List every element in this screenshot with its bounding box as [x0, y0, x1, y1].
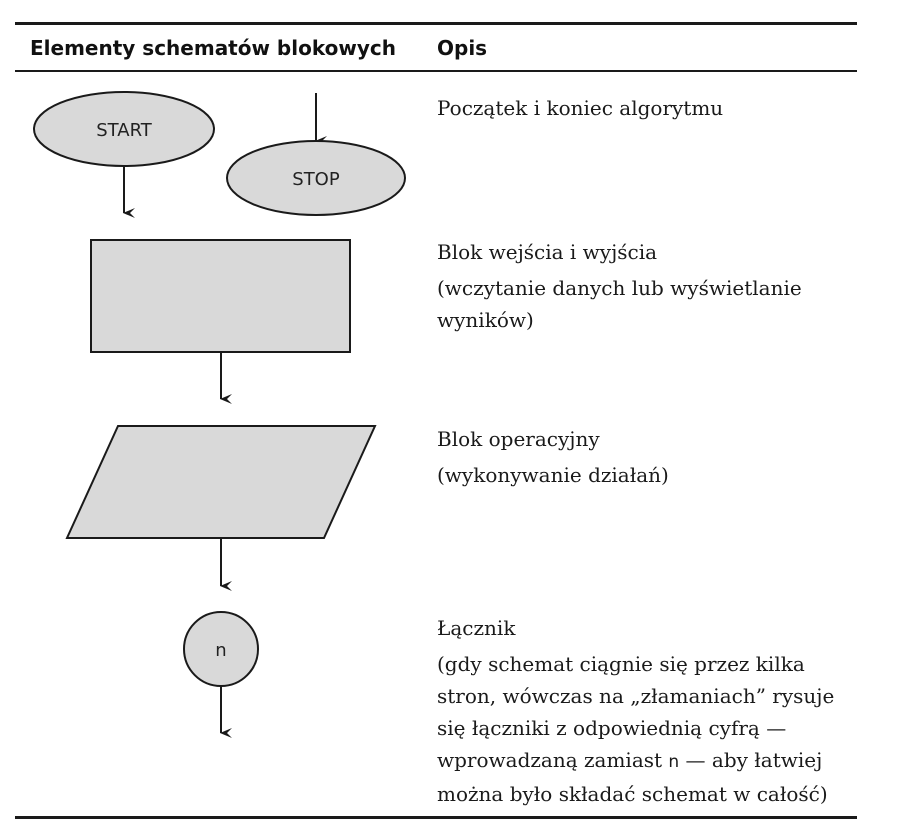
- description-input-output-detail: (wczytanie danych lub wyświetlanie wynik…: [437, 276, 802, 332]
- stop-terminal-symbol: STOP: [226, 140, 406, 216]
- connector-detail-after: — aby łatwiej można było składać schemat…: [437, 748, 828, 806]
- description-connector-detail: (gdy schemat ciągnie się przez kilka str…: [437, 648, 857, 810]
- column-header-elements: Elementy schematów blokowych: [30, 36, 396, 60]
- connector-detail-before: (gdy schemat ciągnie się przez kilka str…: [437, 652, 835, 772]
- start-label: START: [96, 120, 153, 141]
- column-header-description: Opis: [437, 36, 488, 60]
- table-top-rule: [15, 22, 857, 25]
- stop-label: STOP: [292, 169, 340, 190]
- start-terminal-symbol: START: [33, 91, 215, 167]
- description-connector: Łącznik (gdy schemat ciągnie się przez k…: [437, 612, 857, 810]
- input-output-block-symbol: [90, 239, 351, 353]
- table-bottom-rule: [15, 816, 857, 819]
- description-operation-title: Blok operacyjny: [437, 427, 600, 451]
- connector-label: n: [215, 640, 226, 661]
- operation-block-symbol: [65, 425, 377, 539]
- description-operation: Blok operacyjny (wykonywanie działań): [437, 423, 857, 491]
- table-header-rule: [15, 70, 857, 72]
- connector-detail-symbol: n: [668, 752, 680, 772]
- description-terminal-title: Początek i koniec algorytmu: [437, 96, 724, 120]
- description-operation-detail: (wykonywanie działań): [437, 463, 669, 487]
- description-connector-title: Łącznik: [437, 616, 516, 640]
- description-terminal: Początek i koniec algorytmu: [437, 92, 857, 124]
- description-input-output: Blok wejścia i wyjścia (wczytanie danych…: [437, 236, 857, 336]
- connector-symbol: n: [183, 611, 259, 687]
- description-input-output-title: Blok wejścia i wyjścia: [437, 240, 658, 264]
